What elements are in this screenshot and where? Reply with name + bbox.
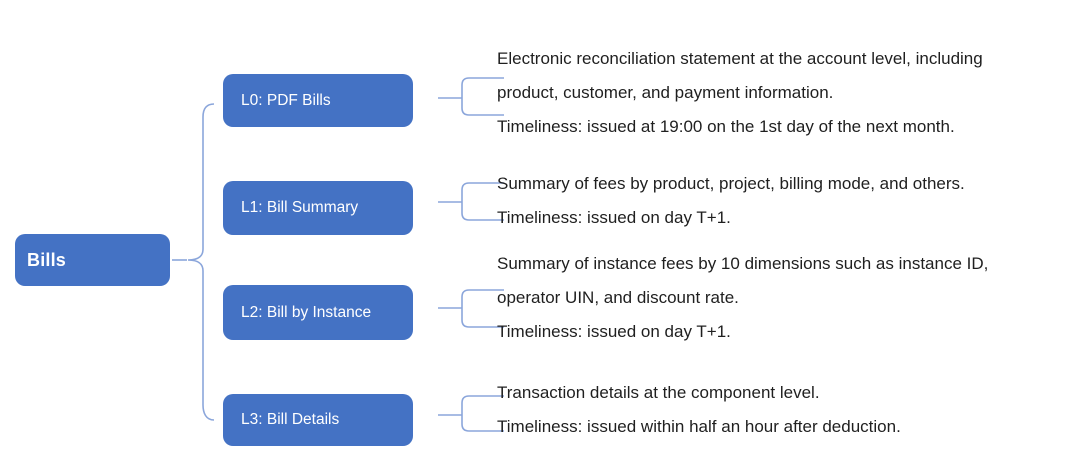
node-box-l3: L3: Bill Details (223, 394, 413, 446)
node-box-l2: L2: Bill by Instance (223, 285, 413, 340)
node-box-l1: L1: Bill Summary (223, 181, 413, 235)
description-line: Electronic reconciliation statement at t… (497, 49, 983, 68)
curly-brace-connector (187, 103, 215, 421)
description-line: Transaction details at the component lev… (497, 383, 820, 402)
description-l0: Electronic reconciliation statement at t… (497, 42, 983, 144)
description-line: Timeliness: issued at 19:00 on the 1st d… (497, 117, 955, 136)
description-line: Timeliness: issued on day T+1. (497, 208, 731, 227)
node-label-l2: L2: Bill by Instance (241, 303, 372, 321)
description-line: Timeliness: issued within half an hour a… (497, 417, 901, 436)
bracket-connector-l3 (438, 395, 504, 432)
node-box-l0: L0: PDF Bills (223, 74, 413, 127)
node-label-l3: L3: Bill Details (241, 411, 340, 428)
description-line: Summary of instance fees by 10 dimension… (497, 254, 989, 273)
description-l1: Summary of fees by product, project, bil… (497, 167, 965, 235)
description-l3: Transaction details at the component lev… (497, 376, 901, 444)
node-label-l1: L1: Bill Summary (241, 199, 359, 216)
node-label-l0: L0: PDF Bills (241, 91, 331, 109)
bracket-connector-l2 (438, 289, 504, 328)
node-box-bills: Bills (15, 234, 170, 286)
description-l2: Summary of instance fees by 10 dimension… (497, 247, 988, 349)
description-line: operator UIN, and discount rate. (497, 288, 739, 307)
bracket-connector-l1 (438, 182, 504, 221)
description-line: Summary of fees by product, project, bil… (497, 174, 965, 193)
bracket-connector-l0 (438, 77, 504, 116)
description-line: Timeliness: issued on day T+1. (497, 322, 731, 341)
node-label-bills: Bills (27, 249, 67, 270)
description-line: product, customer, and payment informati… (497, 83, 834, 102)
